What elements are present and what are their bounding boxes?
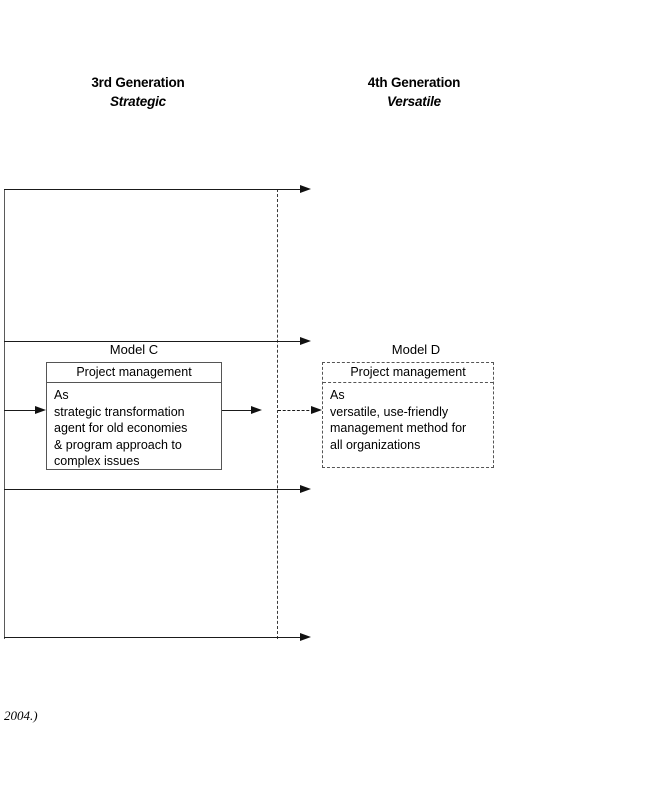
model-c-body-line: agent for old economies <box>54 421 188 436</box>
column-descriptor-label: Strategic <box>110 93 166 109</box>
timeline-row-line-4 <box>4 637 304 638</box>
model-c-label: Model C <box>109 342 159 357</box>
model-c-body-line: complex issues <box>54 454 140 469</box>
timeline-row-arrowhead-4 <box>300 633 311 641</box>
model-d-label: Model D <box>391 342 441 357</box>
timeline-row-line-1 <box>4 189 304 190</box>
flow-line-out-of-model-c <box>221 410 255 411</box>
timeline-axis-divider-dashed <box>277 189 278 639</box>
column-header-3rd-generation: 3rd Generation Strategic <box>38 76 238 108</box>
model-c-body-line: As <box>54 388 69 403</box>
model-d-box-body: As versatile, use-friendly management me… <box>323 383 493 457</box>
timeline-row-arrowhead-1 <box>300 185 311 193</box>
timeline-row-line-2 <box>4 341 304 342</box>
timeline-row-arrowhead-2 <box>300 337 311 345</box>
model-c-body-line: & program approach to <box>54 437 182 452</box>
column-descriptor-label: Versatile <box>387 93 441 109</box>
figure-footer-note: 2004.) <box>4 708 38 723</box>
timeline-axis-left <box>4 189 5 639</box>
model-d-box[interactable]: Project management As versatile, use-fri… <box>322 362 494 468</box>
flow-line-into-model-c <box>4 410 40 411</box>
model-d-box-title: Project management <box>323 363 493 384</box>
model-d-body-line: management method for <box>330 421 467 436</box>
model-c-box[interactable]: Project management As strategic transfor… <box>46 362 222 470</box>
model-d-body-line: As <box>330 388 345 403</box>
model-d-body-line: versatile, use-friendly <box>330 404 449 419</box>
column-generation-label: 4th Generation <box>367 75 461 90</box>
column-header-4th-generation: 4th Generation Versatile <box>314 76 514 108</box>
flow-arrowhead-out-of-model-c <box>251 406 262 414</box>
timeline-row-arrowhead-3 <box>300 485 311 493</box>
model-c-box-body: As strategic transformation agent for ol… <box>47 383 221 474</box>
model-c-body-line: strategic transformation <box>54 404 185 419</box>
column-generation-label: 3rd Generation <box>91 75 185 90</box>
flow-line-dashed-into-model-d <box>278 410 314 411</box>
model-c-box-title: Project management <box>47 363 221 384</box>
timeline-row-line-3 <box>4 489 304 490</box>
flow-arrowhead-into-model-c <box>35 406 46 414</box>
flow-arrowhead-into-model-d <box>311 406 322 414</box>
model-d-body-line: all organizations <box>330 437 421 452</box>
